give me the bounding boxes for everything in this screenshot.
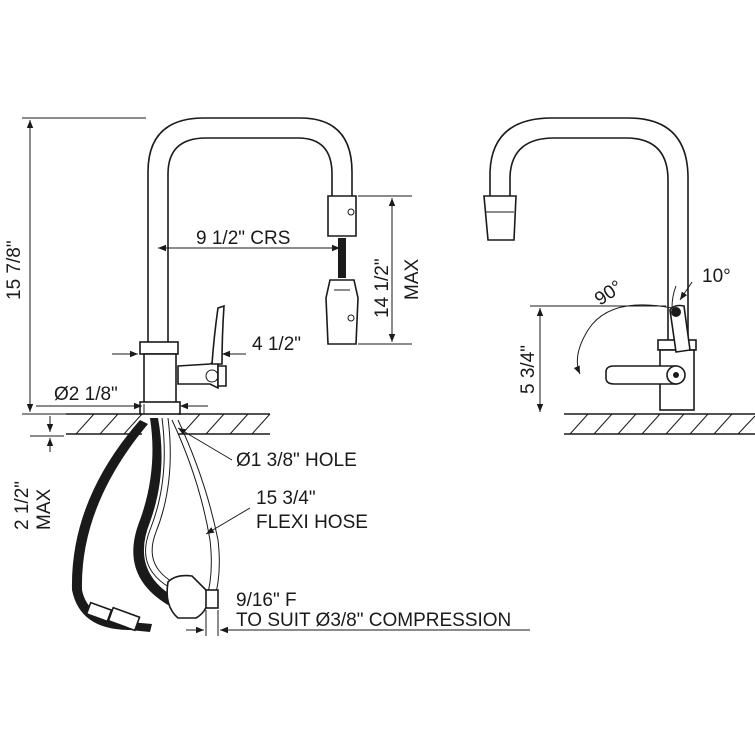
deck-max-label: 2 1/2" xyxy=(12,481,33,530)
fitting-label: 9/16" F xyxy=(236,590,297,611)
compression-label: TO SUIT Ø3/8" COMPRESSION xyxy=(236,610,511,631)
angle-10-label: 10° xyxy=(702,266,731,287)
total-height-label: 15 7/8" xyxy=(4,240,25,300)
hose-length-label: 15 3/4" xyxy=(256,488,316,509)
hose-label: FLEXI HOSE xyxy=(256,512,368,533)
side-dimension-lines xyxy=(530,281,693,412)
pullout-label: 14 1/2" xyxy=(372,258,393,318)
handle-reach-label: 4 1/2" xyxy=(252,334,301,355)
side-deck-surface xyxy=(564,413,755,435)
hole-label: Ø1 3/8" HOLE xyxy=(236,450,357,471)
angle-90-label: 90° xyxy=(591,277,627,310)
front-dimension-lines xyxy=(22,117,530,636)
side-height-label: 5 3/4" xyxy=(518,345,539,394)
base-diameter-label: Ø2 1/8" xyxy=(54,384,118,405)
flexi-hoses xyxy=(71,417,220,632)
pullout-max-label: MAX xyxy=(402,259,423,301)
front-deck-surface xyxy=(66,413,271,435)
deck-max-word: MAX xyxy=(34,489,55,531)
front-view-faucet xyxy=(139,117,359,415)
crs-label: 9 1/2" CRS xyxy=(196,228,290,249)
side-view-faucet xyxy=(483,117,697,411)
